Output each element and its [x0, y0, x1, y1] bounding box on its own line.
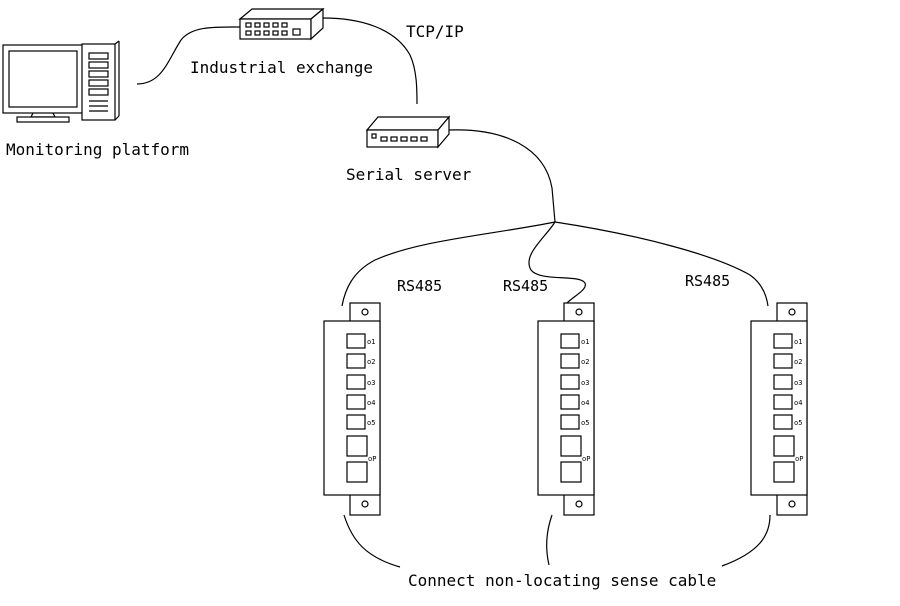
port-label: o4 — [367, 399, 375, 407]
cable-line-2 — [546, 514, 553, 566]
rs485-label: RS485 — [503, 277, 548, 295]
port-label: oP — [368, 455, 376, 463]
pc-to-switch-line — [136, 26, 241, 85]
port-label: oP — [582, 455, 590, 463]
port-label: o5 — [794, 419, 802, 427]
port-label: o5 — [581, 419, 589, 427]
port-label: o2 — [794, 358, 802, 366]
rs485-label: RS485 — [397, 277, 442, 295]
port-label: o5 — [367, 419, 375, 427]
cable-label: Connect non-locating sense cable — [408, 571, 716, 590]
rs485-line-2 — [528, 221, 586, 305]
port-label: o3 — [367, 379, 375, 387]
industrial-exchange-label: Industrial exchange — [190, 58, 373, 77]
port-label: oP — [795, 455, 803, 463]
serial-server-label: Serial server — [346, 165, 472, 184]
rs485-label: RS485 — [685, 272, 730, 290]
rs485-line-3 — [554, 221, 769, 307]
port-label: o2 — [367, 358, 375, 366]
cable-line-3 — [721, 514, 771, 567]
cable-line-1 — [343, 514, 401, 568]
switch-icon — [238, 7, 325, 41]
port-label: o3 — [794, 379, 802, 387]
port-label: o4 — [794, 399, 802, 407]
serial-downlink-line — [448, 129, 556, 223]
port-label: o3 — [581, 379, 589, 387]
port-label: o2 — [581, 358, 589, 366]
rs485-line-1 — [341, 221, 556, 307]
serial-server-icon — [365, 115, 451, 149]
monitoring-platform-label: Monitoring platform — [6, 140, 189, 159]
computer-icon — [2, 40, 120, 123]
port-label: o4 — [581, 399, 589, 407]
tcpip-label: TCP/IP — [406, 22, 464, 41]
detector-module: o1 o2 o3 o4 o5 oP — [537, 302, 595, 516]
connection-lines — [136, 17, 771, 568]
detector-module: o1 o2 o3 o4 o5 oP — [750, 302, 808, 516]
tcpip-line — [322, 17, 418, 105]
detector-module: o1 o2 o3 o4 o5 oP — [323, 302, 381, 516]
port-label: o1 — [794, 338, 802, 346]
port-label: o1 — [367, 338, 375, 346]
port-label: o1 — [581, 338, 589, 346]
